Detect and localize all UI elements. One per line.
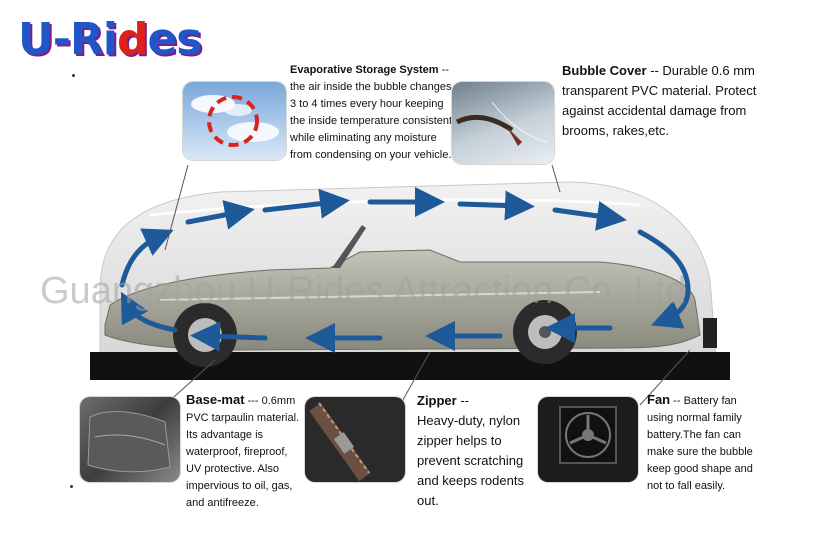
storage-line-3: the inside temperature consistent — [290, 115, 453, 127]
bubble-cover-title: Bubble Cover — [562, 63, 647, 78]
basemat-line-3: Its advantage is — [186, 429, 264, 441]
zipper-caption: Zipper -- Heavy-duty, nylon zipper helps… — [417, 391, 542, 511]
bubble-cover-caption: Bubble Cover -- Durable 0.6 mm transpare… — [562, 61, 812, 141]
fan-title: Fan — [647, 392, 671, 407]
bubble-cover-photo — [452, 82, 554, 164]
watermark-text: Guangzhou U-Rides Attraction Co.,Ltd — [40, 270, 687, 312]
cover-line-3: against accidental damage from — [562, 103, 747, 118]
logo-text-prefix: U-Ri — [18, 14, 118, 65]
fan-line-3: battery.The fan can — [647, 429, 741, 441]
zipper-line-3: zipper helps to — [417, 433, 502, 448]
zipper-line-6: out. — [417, 493, 439, 508]
fan-line-1: -- Battery fan — [670, 395, 737, 407]
fan-caption: Fan -- Battery fan using normal family b… — [647, 391, 812, 495]
base-mat-photo — [80, 397, 180, 482]
brand-logo: U-Rides — [18, 18, 202, 80]
storage-system-caption: Evaporative Storage System -- the air in… — [290, 62, 460, 164]
cover-line-2: transparent PVC material. Protect — [562, 83, 757, 98]
storage-system-photo — [183, 82, 286, 160]
decorative-dot — [72, 74, 75, 77]
basemat-line-2: PVC tarpaulin material. — [186, 412, 300, 424]
storage-system-dash: -- — [438, 64, 449, 76]
zipper-line-1: -- — [456, 393, 470, 408]
base-mat-title: Base-mat — [186, 392, 245, 407]
storage-line-5: from condensing on your vehicle. — [290, 149, 452, 161]
fan-line-4: make sure the bubble — [647, 446, 753, 458]
fan-line-5: keep good shape and — [647, 463, 753, 475]
basemat-line-1: --- 0.6mm — [244, 395, 296, 407]
zipper-line-5: and keeps rodents — [417, 473, 524, 488]
zipper-photo — [305, 397, 405, 482]
storage-line-4: while eliminating any moisture — [290, 132, 437, 144]
storage-line-2: 3 to 4 times every hour keeping — [290, 98, 444, 110]
cover-line-4: brooms, rakes,etc. — [562, 123, 669, 138]
basemat-line-5: UV protective. Also — [186, 463, 279, 475]
zipper-line-2: Heavy-duty, nylon — [417, 413, 521, 428]
base-mat-caption: Base-mat --- 0.6mm PVC tarpaulin materia… — [186, 391, 311, 512]
decorative-dot — [70, 485, 73, 488]
cover-line-1: -- Durable 0.6 mm — [646, 63, 755, 78]
logo-text-d: d — [116, 14, 148, 65]
fan-line-6: not to fall easily. — [647, 480, 726, 492]
zipper-title: Zipper — [417, 393, 457, 408]
basemat-line-6: impervious to oil, gas, — [186, 480, 293, 492]
airflow-arrows — [119, 187, 691, 353]
storage-line-1: the air inside the bubble changes — [290, 81, 452, 93]
fan-unit — [703, 318, 717, 348]
fan-photo — [538, 397, 638, 482]
basemat-line-4: waterproof, fireproof, — [186, 446, 288, 458]
basemat-line-7: and antifreeze. — [186, 497, 259, 509]
logo-text-suffix: es — [147, 14, 202, 65]
zipper-line-4: prevent scratching — [417, 453, 524, 468]
fan-line-2: using normal family — [647, 412, 742, 424]
storage-system-title: Evaporative Storage System — [290, 64, 439, 76]
